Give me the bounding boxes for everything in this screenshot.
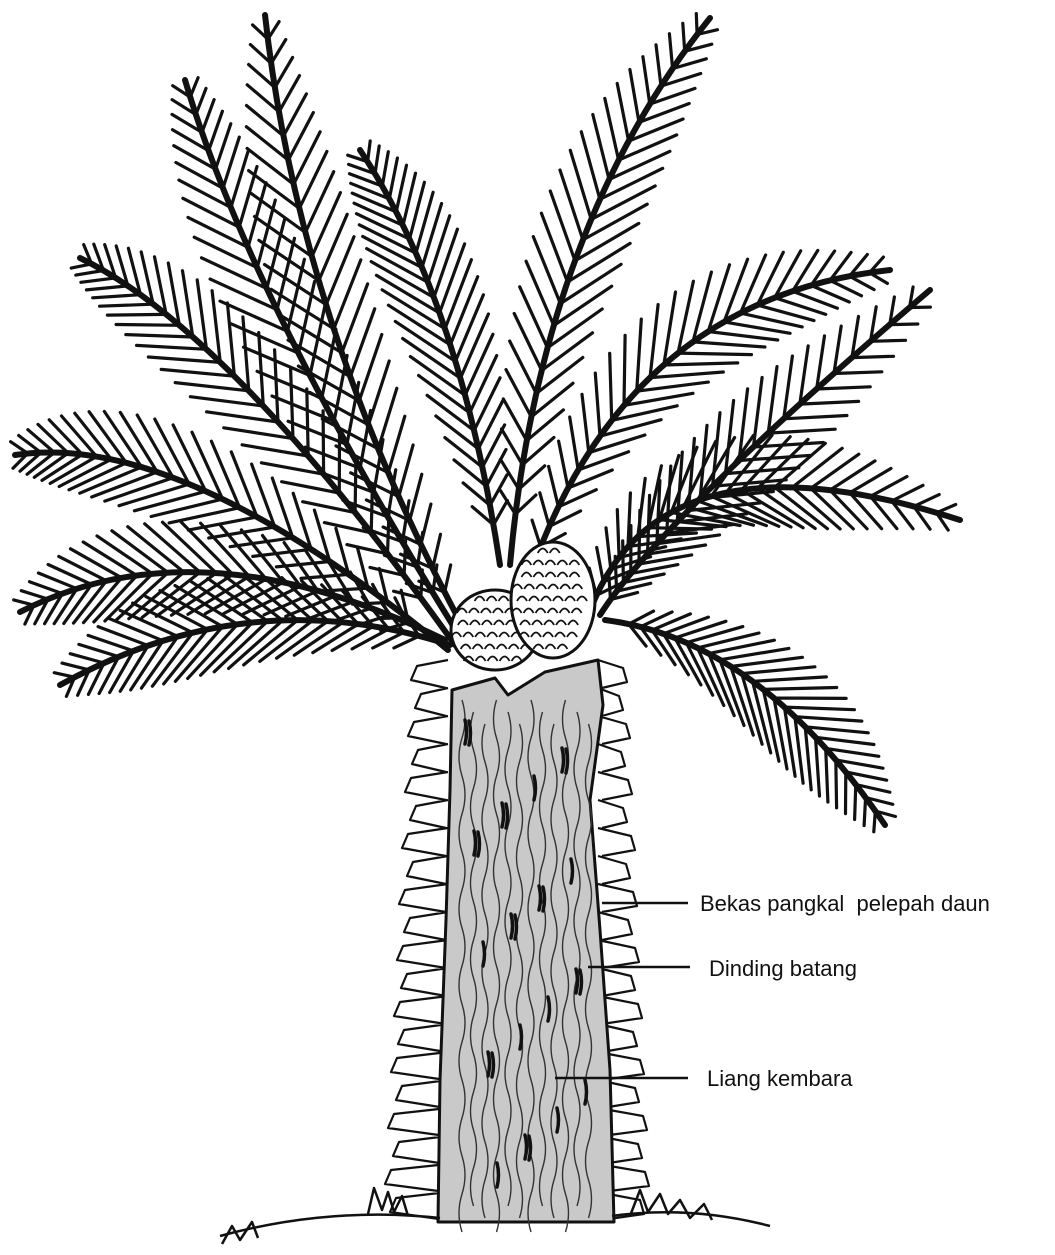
- grass-left: [222, 1188, 408, 1244]
- frond-rachis: [605, 620, 885, 825]
- frond-leaflets: [348, 141, 508, 525]
- frond-leaflets: [500, 14, 717, 515]
- label-leaf-base-scars: Bekas pangkal pelepah daun: [700, 893, 990, 915]
- label-trunk-wall: Dinding batang: [709, 958, 857, 980]
- frond-leaflets: [532, 250, 887, 547]
- fruit-bunches: [451, 542, 595, 670]
- label-tunnel: Liang kembara: [707, 1068, 853, 1090]
- frond-leaflets: [629, 611, 896, 832]
- trunk-cutaway: [438, 660, 614, 1232]
